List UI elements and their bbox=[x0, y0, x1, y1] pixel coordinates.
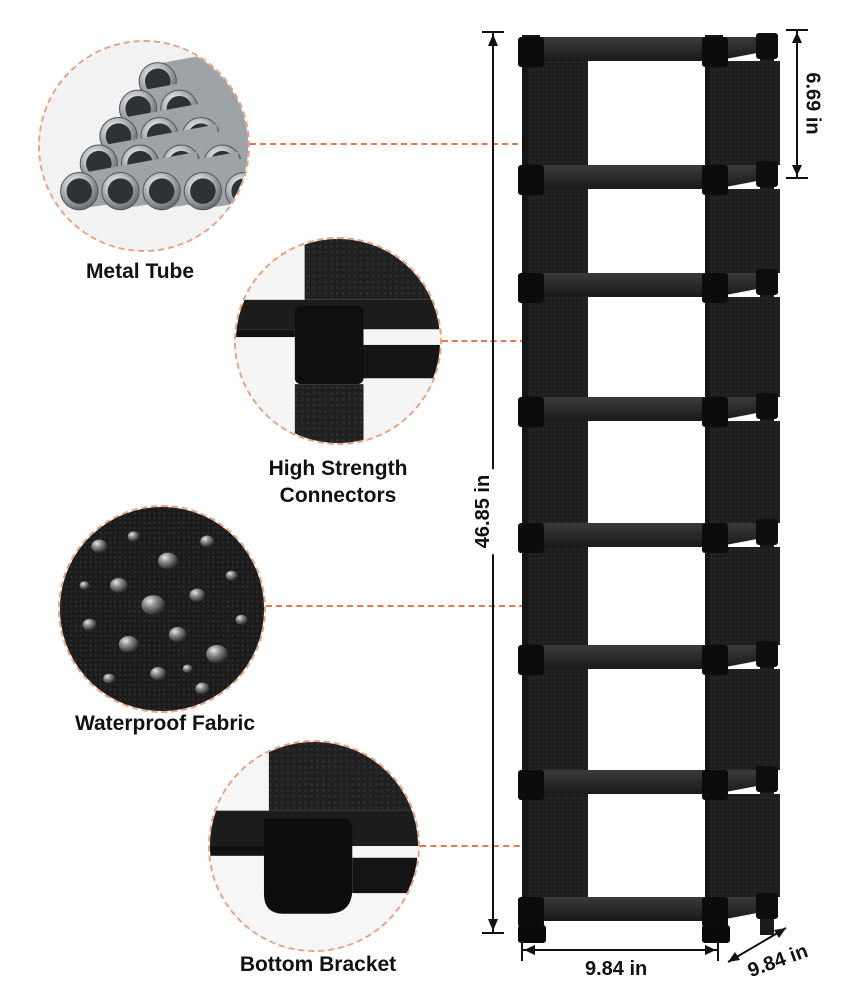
metal-tube-closeup bbox=[38, 40, 250, 252]
bracket-leader bbox=[420, 845, 530, 847]
bracket-closeup bbox=[208, 740, 420, 952]
rack-shelf bbox=[518, 393, 778, 427]
water-droplet bbox=[200, 535, 214, 548]
fabric-label: Waterproof Fabric bbox=[74, 712, 256, 735]
rack-side-panel-left bbox=[528, 547, 588, 645]
rack-shelf bbox=[518, 893, 778, 927]
water-droplet bbox=[206, 644, 228, 664]
water-droplet bbox=[235, 614, 248, 625]
water-droplet bbox=[91, 539, 108, 553]
water-droplet bbox=[225, 570, 238, 581]
rack-shelf bbox=[518, 33, 778, 67]
metal-tube-leader bbox=[250, 143, 528, 145]
rack-shelf bbox=[518, 641, 778, 675]
water-droplet bbox=[168, 626, 187, 643]
water-droplet bbox=[182, 664, 193, 673]
water-droplet bbox=[82, 618, 97, 631]
connector-closeup bbox=[234, 237, 442, 445]
water-droplet bbox=[103, 673, 115, 684]
connectors-label: High Strength Connectors bbox=[268, 457, 408, 507]
water-droplet bbox=[189, 588, 206, 602]
water-droplet bbox=[150, 667, 166, 681]
rack-side-panel-left bbox=[528, 189, 588, 273]
rack-side-panel-right bbox=[710, 669, 780, 770]
water-droplet bbox=[141, 595, 165, 616]
rack-side-panel-left bbox=[528, 794, 588, 897]
rack-shelf bbox=[518, 519, 778, 553]
water-droplet bbox=[110, 577, 128, 593]
rack-side-panel-left bbox=[528, 61, 588, 165]
metal-tube-end bbox=[224, 172, 248, 211]
water-droplet bbox=[79, 581, 90, 590]
fabric-leader bbox=[266, 605, 576, 607]
rack-side-panel-right bbox=[710, 297, 780, 397]
rack-foot bbox=[702, 925, 730, 943]
rack-side-panel-right bbox=[710, 61, 780, 165]
water-droplet bbox=[127, 531, 140, 542]
rack-side-panel-left bbox=[528, 421, 588, 523]
depth-dimension bbox=[727, 927, 787, 963]
rack-shelf bbox=[518, 161, 778, 195]
fabric-closeup bbox=[58, 505, 266, 713]
water-droplet bbox=[195, 682, 210, 695]
bracket-label: Bottom Bracket bbox=[239, 953, 397, 976]
rack-side-panel-left bbox=[528, 669, 588, 770]
rack-side-panel-left bbox=[528, 297, 588, 397]
total-height-label: 46.85 in bbox=[472, 468, 496, 555]
rack-foot bbox=[518, 925, 546, 943]
tier-height-dimension bbox=[786, 29, 808, 179]
water-droplet bbox=[158, 552, 178, 570]
rack-side-panel-right bbox=[710, 794, 780, 897]
rack-side-panel-right bbox=[710, 421, 780, 523]
rack-shelf bbox=[518, 269, 778, 303]
rack-side-panel-right bbox=[710, 547, 780, 645]
connectors-leader bbox=[442, 340, 526, 342]
metal-tube-label: Metal Tube bbox=[85, 260, 195, 283]
shoe-rack-illustration bbox=[518, 33, 780, 943]
width-label: 9.84 in bbox=[585, 958, 648, 980]
water-droplet bbox=[118, 635, 139, 653]
rack-shelf bbox=[518, 766, 778, 800]
rack-side-panel-right bbox=[710, 189, 780, 273]
